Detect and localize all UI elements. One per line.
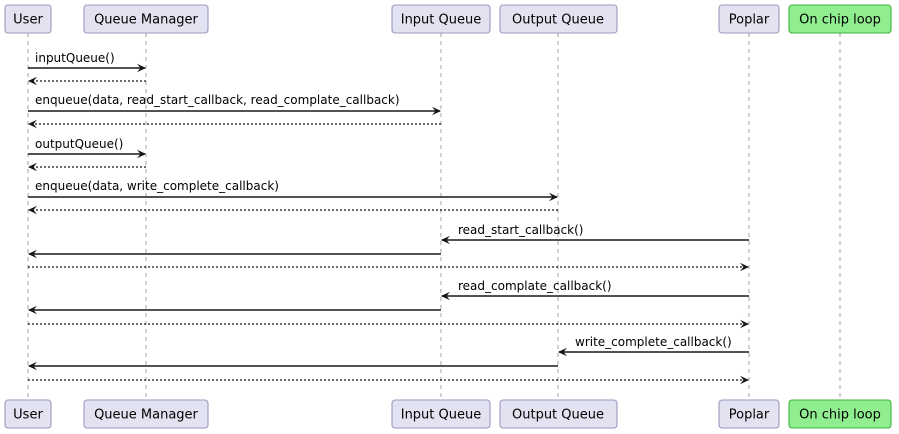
arrowhead-left (28, 119, 37, 129)
arrowhead-right (740, 262, 749, 272)
lifelines-group (27, 33, 841, 400)
participant-user-footer[interactable]: User (4, 399, 52, 429)
participant-box (499, 4, 618, 34)
participant-label: Output Queue (512, 13, 604, 28)
message-m6 (28, 162, 146, 172)
participant-poplar-footer[interactable]: Poplar (718, 399, 780, 429)
arrowhead-right (137, 149, 146, 159)
participant-label: User (13, 408, 43, 423)
participant-box (4, 4, 52, 34)
message-label: write_complete_callback() (575, 335, 732, 349)
participant-poplar-header[interactable]: Poplar (718, 4, 780, 34)
participant-label: Output Queue (512, 408, 604, 423)
participant-user-header[interactable]: User (4, 4, 52, 34)
participant-box (391, 399, 491, 429)
participant-label: On chip loop (799, 408, 881, 423)
participant-box (499, 399, 618, 429)
message-label: enqueue(data, write_complete_callback) (35, 179, 279, 193)
participant-output-queue-header[interactable]: Output Queue (499, 4, 618, 34)
message-m15: write_complete_callback() (558, 335, 749, 357)
participant-queue-manager-header[interactable]: Queue Manager (83, 4, 209, 34)
participant-box (391, 4, 491, 34)
message-m7: enqueue(data, write_complete_callback) (28, 179, 558, 202)
participant-label: Poplar (729, 13, 770, 28)
arrowhead-left (28, 205, 37, 215)
arrowhead-right (549, 192, 558, 202)
message-label: outputQueue() (35, 137, 123, 151)
message-label: read_start_callback() (458, 223, 583, 237)
arrowhead-right (137, 63, 146, 73)
arrowhead-left (28, 361, 37, 371)
arrowhead-right (740, 319, 749, 329)
message-m2 (28, 76, 146, 86)
arrowhead-right (740, 375, 749, 385)
message-label: inputQueue() (35, 51, 115, 65)
message-label: enqueue(data, read_start_callback, read_… (35, 93, 400, 107)
arrowhead-left (441, 235, 450, 245)
participant-label: Poplar (729, 408, 770, 423)
participant-label: Queue Manager (94, 408, 198, 423)
message-m10 (28, 249, 441, 259)
message-m11 (28, 262, 749, 272)
participant-label: Input Queue (401, 13, 482, 28)
participant-box (788, 399, 892, 429)
participant-label: On chip loop (799, 13, 881, 28)
message-m17 (28, 375, 749, 385)
participant-box (83, 399, 209, 429)
arrowhead-left (28, 249, 37, 259)
message-m1: inputQueue() (28, 51, 146, 73)
participant-output-queue-footer[interactable]: Output Queue (499, 399, 618, 429)
participant-header-row: User Queue Manager Input Queue Output Queue… (4, 4, 892, 34)
participant-box (718, 4, 780, 34)
participant-queue-manager-footer[interactable]: Queue Manager (83, 399, 209, 429)
participant-input-queue-header[interactable]: Input Queue (391, 4, 491, 34)
messages-group: inputQueue() enqueue(data, read_start_cal… (28, 51, 749, 385)
participant-on-chip-loop-header[interactable]: On chip loop (788, 4, 892, 34)
participant-box (83, 4, 209, 34)
message-label: read_complate_callback() (458, 279, 612, 293)
participant-label: User (13, 13, 43, 28)
message-m3: enqueue(data, read_start_callback, read_… (28, 93, 441, 116)
arrowhead-left (28, 305, 37, 315)
participant-label: Input Queue (401, 408, 482, 423)
message-m5: outputQueue() (28, 137, 146, 159)
message-m14 (28, 319, 749, 329)
participant-box (788, 4, 892, 34)
arrowhead-left (28, 162, 37, 172)
participant-on-chip-loop-footer[interactable]: On chip loop (788, 399, 892, 429)
message-m13 (28, 305, 441, 315)
arrowhead-right (432, 106, 441, 116)
participant-input-queue-footer[interactable]: Input Queue (391, 399, 491, 429)
arrowhead-left (441, 291, 450, 301)
message-m9: read_start_callback() (441, 223, 749, 245)
message-m12: read_complate_callback() (441, 279, 749, 301)
message-m8 (28, 205, 558, 215)
participant-footer-row: User Queue Manager Input Queue Output Queue… (4, 399, 892, 429)
arrowhead-left (28, 76, 37, 86)
participant-box (4, 399, 52, 429)
message-m16 (28, 361, 558, 371)
participant-label: Queue Manager (94, 13, 198, 28)
arrowhead-left (558, 347, 567, 357)
message-m4 (28, 119, 441, 129)
participant-box (718, 399, 780, 429)
